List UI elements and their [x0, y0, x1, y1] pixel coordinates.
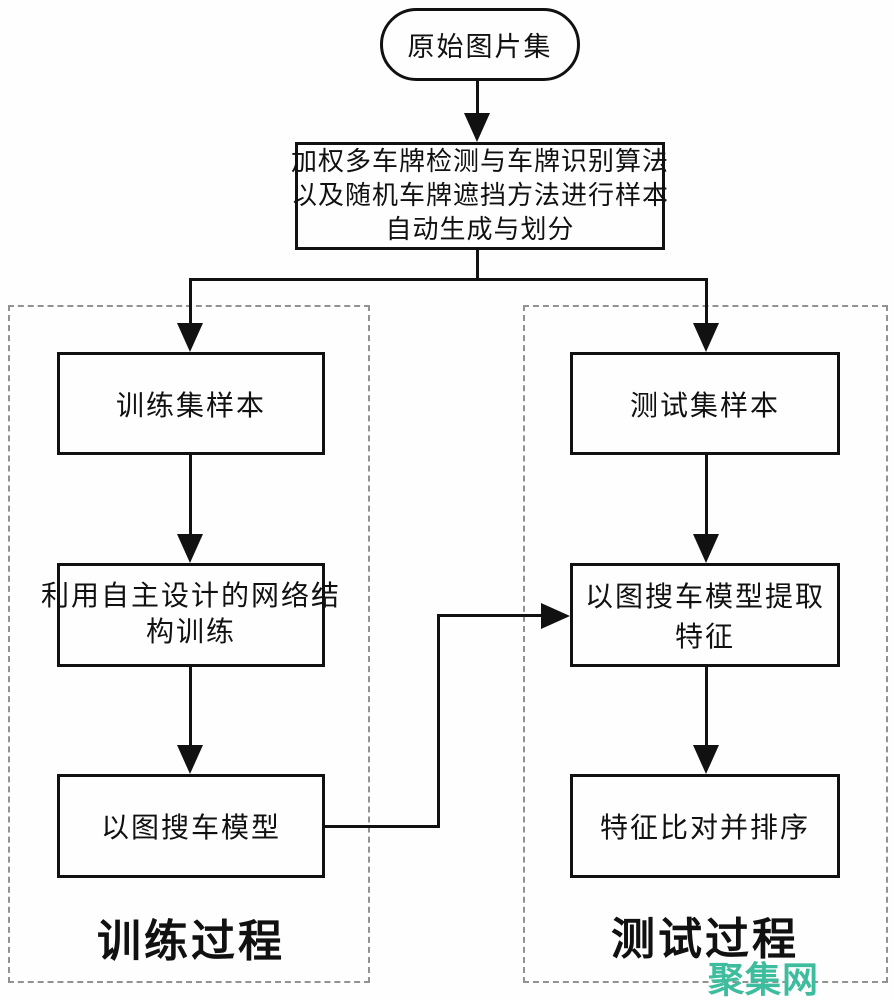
test-samples-label: 测试集样本 [629, 390, 780, 422]
train-network-line1: 利用自主设计的网络结 [41, 581, 342, 612]
training-process-label: 训练过程 [97, 917, 285, 966]
test-samples-node: 测试集样本 [570, 352, 840, 455]
connector-extract-compare [705, 667, 708, 747]
start-node-label: 原始图片集 [407, 32, 553, 62]
connector-split-left [189, 278, 192, 325]
arrowhead-down-icon [693, 745, 719, 774]
connector-model-vertical [437, 614, 440, 828]
connector-model-out-horizontal [325, 825, 440, 828]
arrowhead-down-icon [177, 323, 203, 352]
connector-algorithm-split [476, 250, 479, 281]
connector-testsamples-extract [705, 455, 708, 536]
connector-trainsamples-network [189, 455, 192, 536]
watermark-logo: 聚集网 [708, 959, 820, 1000]
start-node: 原始图片集 [380, 8, 580, 81]
arrowhead-down-icon [177, 534, 203, 563]
connector-model-in-horizontal [437, 614, 541, 617]
connector-split-right [705, 278, 708, 325]
train-network-node: 利用自主设计的网络结 构训练 [41, 563, 339, 667]
search-model-label: 以图搜车模型 [100, 813, 281, 844]
connector-network-model [189, 667, 192, 747]
algorithm-node-line2: 以及随机车牌遮挡方法进行样本 [291, 181, 670, 210]
testing-process-label: 测试过程 [611, 915, 799, 964]
train-samples-label: 训练集样本 [115, 390, 266, 422]
connector-start-algorithm [476, 80, 479, 115]
arrowhead-down-icon [177, 745, 203, 774]
algorithm-node: 加权多车牌检测与车牌识别算法 以及随机车牌遮挡方法进行样本 自动生成与划分 [291, 142, 668, 250]
compare-rank-label: 特征比对并排序 [599, 813, 810, 844]
algorithm-node-line3: 自动生成与划分 [385, 215, 575, 244]
arrowhead-down-icon [464, 113, 490, 142]
connector-split-horizontal [189, 278, 708, 281]
arrowhead-down-icon [693, 534, 719, 563]
search-model-node: 以图搜车模型 [57, 774, 325, 878]
extract-features-label: 以图搜车模型提取特征 [584, 582, 825, 653]
arrowhead-right-icon [541, 603, 570, 629]
algorithm-node-line1: 加权多车牌检测与车牌识别算法 [291, 147, 670, 176]
train-samples-node: 训练集样本 [57, 352, 325, 455]
train-network-line2: 构训练 [145, 617, 236, 648]
compare-rank-node: 特征比对并排序 [570, 774, 840, 878]
extract-features-node: 以图搜车模型提取特征 [570, 563, 840, 667]
arrowhead-down-icon [693, 323, 719, 352]
